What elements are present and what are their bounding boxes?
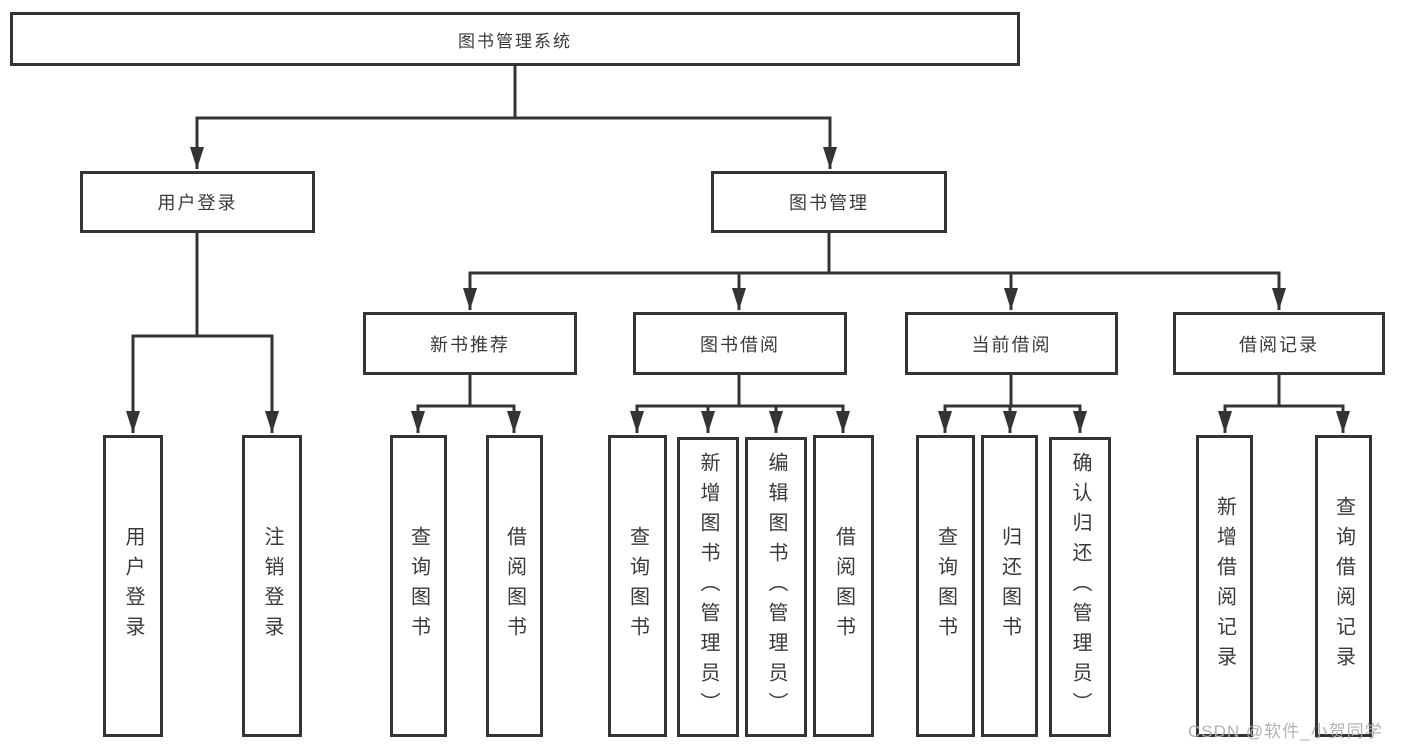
- node-borrowing-records: 借阅记录: [1173, 312, 1385, 375]
- node-new-book-recommendation: 新书推荐: [363, 312, 577, 375]
- leaf-borrow-books-borrowing: 借阅图书: [813, 435, 874, 737]
- watermark: CSDN @软件_小贺同学: [1188, 722, 1383, 741]
- leaf-add-borrow-record: 新增借阅记录: [1196, 435, 1253, 737]
- leaf-query-books-recommend: 查询图书: [390, 435, 447, 737]
- leaf-query-books-current: 查询图书: [916, 435, 975, 737]
- leaf-query-borrow-record: 查询借阅记录: [1315, 435, 1372, 737]
- node-book-management: 图书管理: [711, 171, 947, 233]
- leaf-add-book-admin: 新增图书（管理员）: [677, 437, 739, 737]
- node-current-borrowing: 当前借阅: [905, 312, 1118, 375]
- leaf-user-login: 用户登录: [103, 435, 163, 737]
- leaf-edit-book-admin: 编辑图书（管理员）: [745, 437, 807, 737]
- node-book-borrowing: 图书借阅: [633, 312, 847, 375]
- leaf-borrow-books-recommend: 借阅图书: [486, 435, 543, 737]
- leaf-return-books: 归还图书: [981, 435, 1038, 737]
- node-user-login: 用户登录: [80, 171, 315, 233]
- leaf-logout: 注销登录: [242, 435, 302, 737]
- leaf-confirm-return-admin: 确认归还（管理员）: [1049, 437, 1111, 737]
- leaf-query-books-borrowing: 查询图书: [608, 435, 667, 737]
- node-library-management-system: 图书管理系统: [10, 12, 1020, 66]
